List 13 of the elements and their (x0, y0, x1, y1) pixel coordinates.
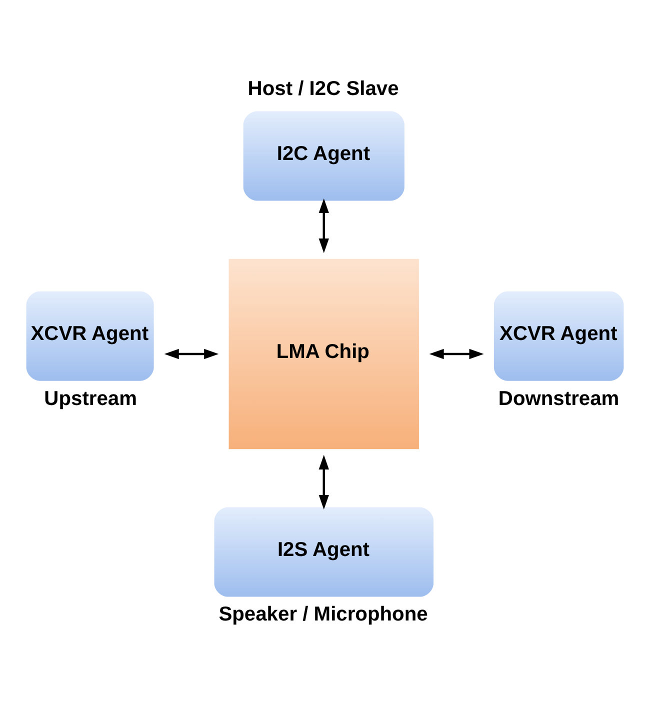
node-box: I2S Agent (214, 507, 434, 597)
arrow (164, 348, 219, 360)
node-label: Host / I2C Slave (248, 78, 399, 100)
node-label: Speaker / Microphone (218, 604, 428, 626)
node-box: XCVR Agent (494, 291, 624, 381)
node-box: XCVR Agent (26, 291, 154, 381)
node-label: Downstream (498, 388, 620, 410)
node-box: LMA Chip (228, 258, 419, 450)
node-box: I2C Agent (243, 111, 404, 201)
arrow (429, 348, 484, 360)
node-label: Upstream (44, 388, 138, 410)
arrow (318, 454, 329, 510)
arrow (318, 198, 329, 254)
